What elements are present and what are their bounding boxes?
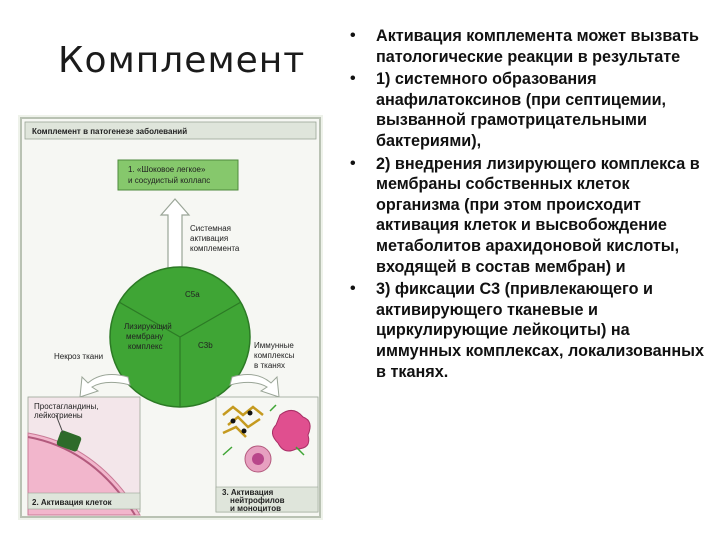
immune-line1: Иммунные: [254, 341, 294, 350]
bullet-dot: •: [350, 27, 356, 44]
bullet-item: • Активация комплемента может вызвать пат…: [346, 26, 716, 67]
label-c5a: C5a: [185, 290, 200, 299]
neutrophil-cell: [272, 410, 311, 452]
c3b-dot: [230, 418, 236, 424]
immune-line2: комплексы: [254, 351, 295, 360]
figure-heading-bar: [24, 121, 317, 140]
box2-label: 2. Активация клеток: [32, 498, 113, 507]
box1-line1: 1. «Шоковое легкое»: [128, 165, 206, 174]
immune-line3: в тканях: [254, 361, 285, 370]
c3b-dot: [247, 410, 253, 416]
lytic-line2: мембрану: [126, 332, 163, 341]
box1-line2: и сосудистый коллапс: [128, 176, 210, 185]
prostaglandin-arrow: [55, 414, 64, 434]
systemic-line1: Системная: [190, 224, 231, 233]
box-shock-lung: [117, 159, 239, 191]
arrow-up: [159, 198, 191, 276]
arrow-right-curved: [229, 374, 280, 398]
prostaglandins-line2: лейкотриены: [34, 411, 83, 420]
prostaglandins-line1: Простагландины,: [34, 402, 98, 411]
chemotaxis-arrows: [222, 404, 305, 456]
lytic-line3: комплекс: [128, 342, 163, 351]
bullet-dot: •: [350, 70, 356, 88]
box2-bar: [27, 492, 141, 510]
arrow-left-curved: [79, 374, 131, 398]
bullet-dot: •: [350, 154, 356, 172]
lytic-complex-icon: [56, 430, 82, 452]
bullet-item: • 3) фиксации С3 (привлекающего и активир…: [346, 279, 716, 382]
label-c3b: C3b: [198, 341, 213, 350]
bullet-dot: •: [350, 280, 356, 298]
box3-bar: [215, 486, 319, 513]
bullet-text: 3) фиксации С3 (привлекающего и активиру…: [376, 280, 704, 381]
systemic-line3: комплемента: [190, 244, 240, 253]
box3-line3: и моноцитов: [230, 504, 281, 513]
necrosis-label: Некроз ткани: [54, 352, 103, 361]
bullet-text: 1) системного образования анафилатоксино…: [376, 70, 667, 150]
bullet-text: 2) внедрения лизирующего комплекса в мем…: [376, 154, 700, 276]
monocyte-nucleus: [252, 453, 264, 465]
circle-dividers: [118, 301, 242, 407]
box3-line2: нейтрофилов: [230, 496, 285, 505]
bullet-item: • 1) системного образования анафилатоксин…: [346, 69, 716, 151]
figure-heading: Комплемент в патогенезе заболеваний: [32, 127, 187, 136]
bullet-item: • 2) внедрения лизирующего комплекса в ме…: [346, 154, 716, 278]
systemic-line2: активация: [190, 234, 228, 243]
c3b-dot: [241, 428, 247, 434]
bullet-list: • Активация комплемента может вызвать пат…: [346, 26, 716, 384]
lytic-line1: Лизирующий: [124, 322, 172, 331]
box3-line1: 3. Активация: [222, 488, 274, 497]
bullet-text: Активация комплемента может вызвать пато…: [376, 27, 699, 66]
complement-figure: Комплемент в патогенезе заболеваний 1. «…: [18, 115, 323, 520]
slide-title: Комплемент: [58, 40, 306, 81]
